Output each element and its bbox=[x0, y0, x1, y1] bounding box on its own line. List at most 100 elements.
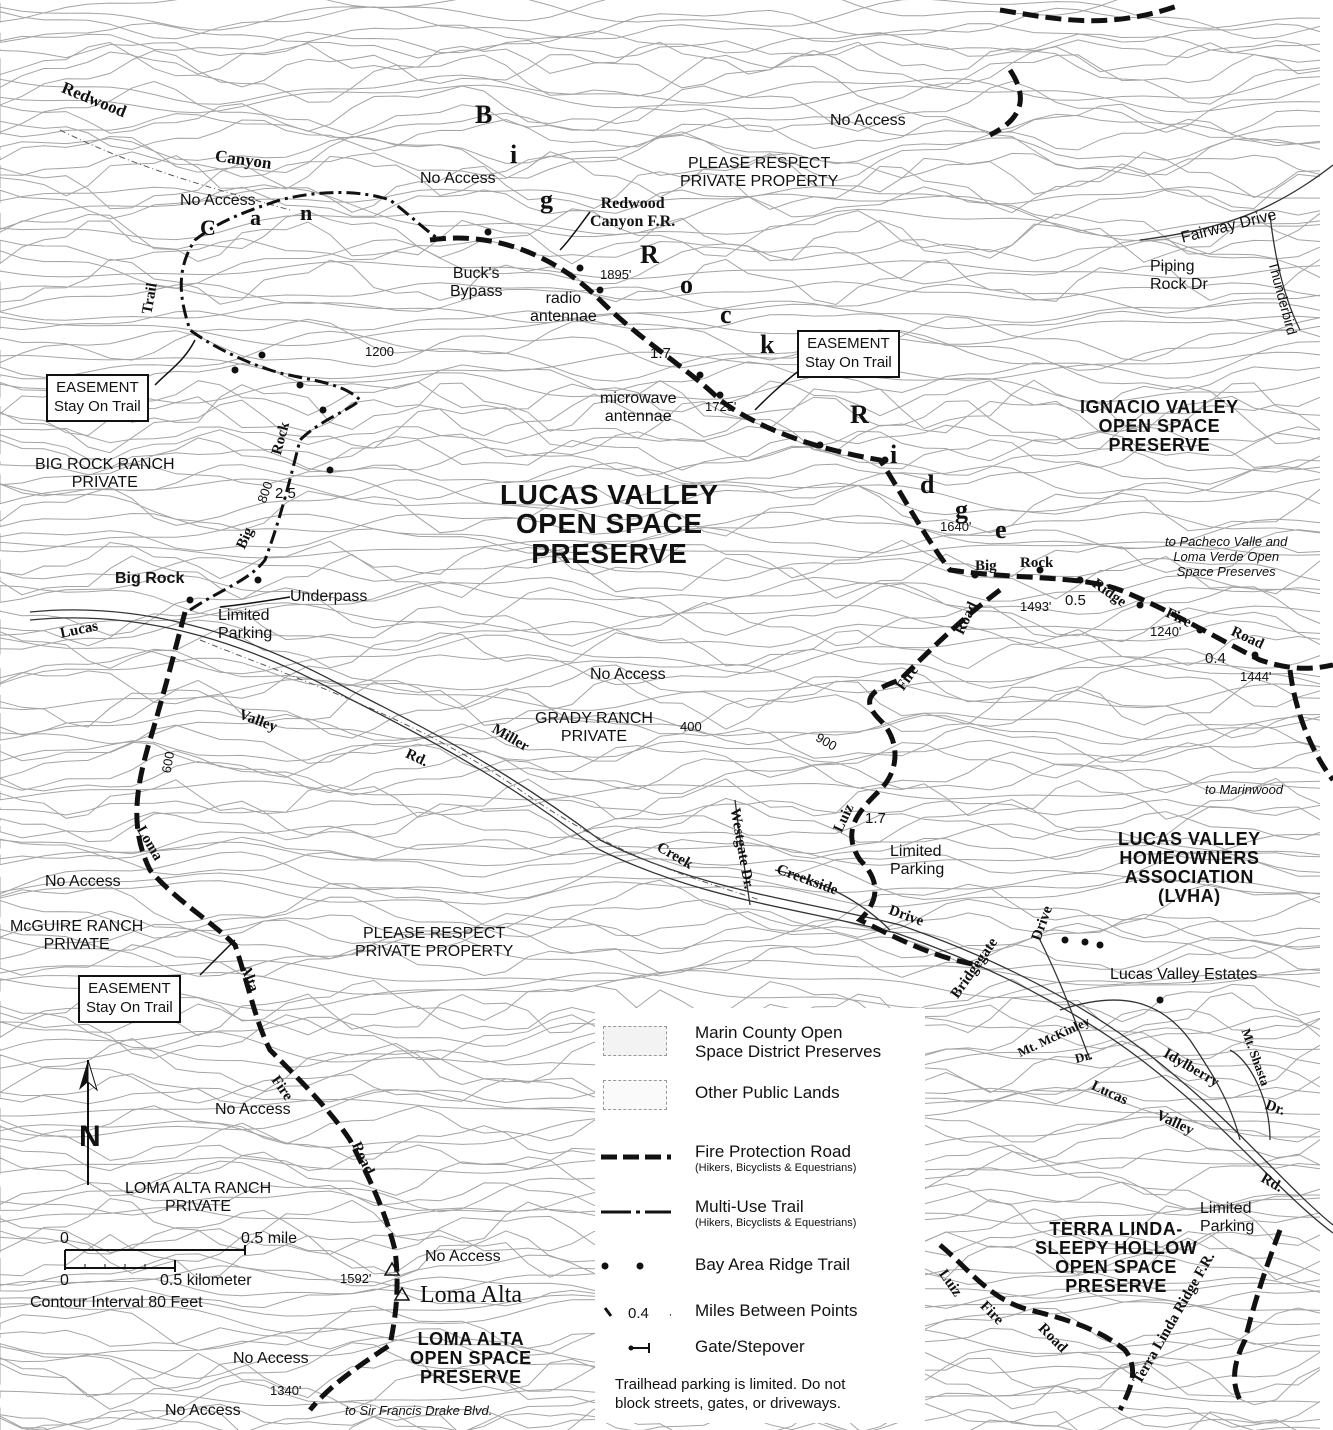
contour-line bbox=[0, 6, 1321, 40]
contour-line bbox=[0, 102, 1321, 136]
contour-line bbox=[0, 399, 1321, 454]
contour-line bbox=[0, 634, 1321, 675]
ridge-trail-dot bbox=[881, 456, 889, 464]
legend-title: Multi-Use Trail bbox=[695, 1197, 804, 1216]
contour-label: 400 bbox=[680, 719, 702, 734]
contour-line bbox=[0, 393, 1321, 438]
contour-line bbox=[0, 134, 1321, 165]
contour-line bbox=[0, 574, 1321, 603]
ridge-trail-dot bbox=[816, 441, 824, 449]
easement-text: Stay On Trail bbox=[86, 998, 173, 1016]
legend-subtitle: (Hikers, Bicyclists & Equestrians) bbox=[695, 1161, 857, 1174]
elevation-label: 1493' bbox=[1020, 599, 1052, 614]
easement-text: Stay On Trail bbox=[54, 397, 141, 415]
ignacio-valley-preserve-label: IGNACIO VALLEY OPEN SPACE PRESERVE bbox=[1080, 397, 1239, 455]
legend-item-ridge-trail: Bay Area Ridge Trail bbox=[595, 1255, 925, 1286]
ridge-letter: d bbox=[920, 470, 935, 499]
contour-line bbox=[0, 238, 1321, 289]
easement-title: EASEMENT bbox=[88, 980, 171, 997]
radio-antennae-label: radio antennae bbox=[530, 290, 597, 326]
limited-parking-label: Limited Parking bbox=[218, 607, 273, 643]
contour-line bbox=[0, 709, 1321, 741]
lvha-label: LUCAS VALLEY HOMEOWNERS ASSOCIATION (LVH… bbox=[1118, 829, 1261, 906]
mileage-label: 0.5 bbox=[1065, 592, 1086, 609]
contour-line bbox=[0, 80, 1321, 133]
contour-line bbox=[0, 312, 1321, 347]
contour-line bbox=[0, 300, 1321, 324]
contour-line bbox=[0, 0, 1321, 31]
legend-subtitle: (Hikers, Bicyclists & Equestrians) bbox=[695, 1216, 857, 1229]
to-pacheco-label: to Pacheco Valle and Loma Verde Open Spa… bbox=[1165, 534, 1288, 579]
contour-line bbox=[0, 910, 1321, 938]
contour-line bbox=[0, 41, 1321, 76]
mileage-label: 0.4 bbox=[1205, 650, 1226, 667]
miles-symbol bbox=[603, 1307, 671, 1317]
contour-line bbox=[0, 714, 1321, 746]
trail-letter: C bbox=[200, 215, 216, 240]
piping-rock-label: Piping Rock Dr bbox=[1150, 258, 1208, 294]
redwood-canyon-fr-label: Redwood Canyon F.R. bbox=[590, 195, 676, 231]
ridge-letter: R bbox=[850, 400, 869, 429]
contour-line bbox=[0, 539, 1321, 580]
contour-line bbox=[0, 798, 1321, 816]
ridge-letter: e bbox=[995, 515, 1007, 544]
contour-line bbox=[0, 777, 1321, 820]
elevation-label: 1340' bbox=[270, 1383, 302, 1398]
ridge-trail-dot bbox=[326, 466, 334, 474]
mileage-label: 1.7 bbox=[865, 810, 886, 827]
legend-title: Fire Protection Road bbox=[695, 1142, 851, 1161]
contour-line bbox=[0, 49, 1321, 106]
ridge-trail-dot bbox=[1136, 601, 1144, 609]
loma-alta-ranch-label: LOMA ALTA RANCH PRIVATE bbox=[125, 1180, 272, 1216]
contour-line bbox=[0, 208, 1321, 259]
legend-item-preserves: Marin County Open Space District Preserv… bbox=[595, 1016, 925, 1066]
contour-line bbox=[0, 922, 1321, 960]
elevation-label: 1640' bbox=[940, 519, 972, 534]
to-marinwood-label: to Marinwood bbox=[1205, 782, 1284, 797]
contour-line bbox=[0, 619, 1321, 651]
easement-text: Stay On Trail bbox=[805, 353, 892, 371]
legend-label: Other Public Lands bbox=[695, 1083, 840, 1102]
contour-line bbox=[0, 162, 1321, 214]
bay-area-ridge-trail bbox=[186, 228, 1259, 1004]
ridge-trail-dot bbox=[716, 391, 724, 399]
terra-linda-preserve-label: TERRA LINDA- SLEEPY HOLLOW OPEN SPACE PR… bbox=[1035, 1219, 1198, 1296]
contour-line bbox=[0, 972, 1321, 1011]
ridge-trail-dot bbox=[296, 381, 304, 389]
contour-line bbox=[0, 462, 1321, 486]
contour-line bbox=[0, 553, 1321, 600]
big-rock-ranch-label: BIG ROCK RANCH PRIVATE bbox=[35, 456, 175, 492]
limited-parking-label: Limited Parking bbox=[1200, 1200, 1255, 1236]
legend-item-fire-road: Fire Protection Road (Hikers, Bicyclists… bbox=[595, 1142, 925, 1183]
north-label: N bbox=[79, 1120, 101, 1153]
peak-markers bbox=[383, 1261, 411, 1301]
easement-box: EASEMENT Stay On Trail bbox=[46, 374, 149, 422]
ridge-trail-dot bbox=[971, 571, 979, 579]
big-rock-label: Big Rock bbox=[115, 570, 185, 587]
miller-creek bbox=[59, 129, 761, 901]
microwave-antennae-label: microwave antennae bbox=[600, 390, 677, 426]
mileage-label: 1.7 bbox=[650, 345, 671, 362]
ridge-trail-dot bbox=[1156, 996, 1164, 1004]
easement-box: EASEMENT Stay On Trail bbox=[797, 330, 900, 378]
contour-line bbox=[0, 351, 1321, 381]
contour-line bbox=[0, 216, 1321, 265]
no-access-label: No Access bbox=[830, 112, 906, 129]
gate-symbol bbox=[628, 1343, 650, 1353]
no-access-label: No Access bbox=[215, 1101, 291, 1118]
ridge-trail-dot bbox=[1076, 576, 1084, 584]
scale-km-label: 0.5 kilometer bbox=[160, 1272, 252, 1289]
contour-line bbox=[0, 316, 1321, 362]
contour-line bbox=[0, 281, 1321, 301]
contour-line bbox=[0, 186, 1321, 220]
trail-letter: n bbox=[300, 200, 313, 225]
map-scale: N 0 0.5 mile 0 0.5 kilometer Contour Int… bbox=[30, 1050, 305, 1330]
contour-line bbox=[0, 74, 1321, 105]
ridge-trail-dot bbox=[186, 596, 194, 604]
contour-line bbox=[0, 739, 1321, 764]
contour-line bbox=[0, 84, 1321, 114]
contour-line bbox=[0, 1408, 1297, 1430]
contour-line bbox=[0, 260, 1321, 280]
contour-line bbox=[0, 581, 1321, 618]
callout-arrows bbox=[154, 211, 801, 976]
